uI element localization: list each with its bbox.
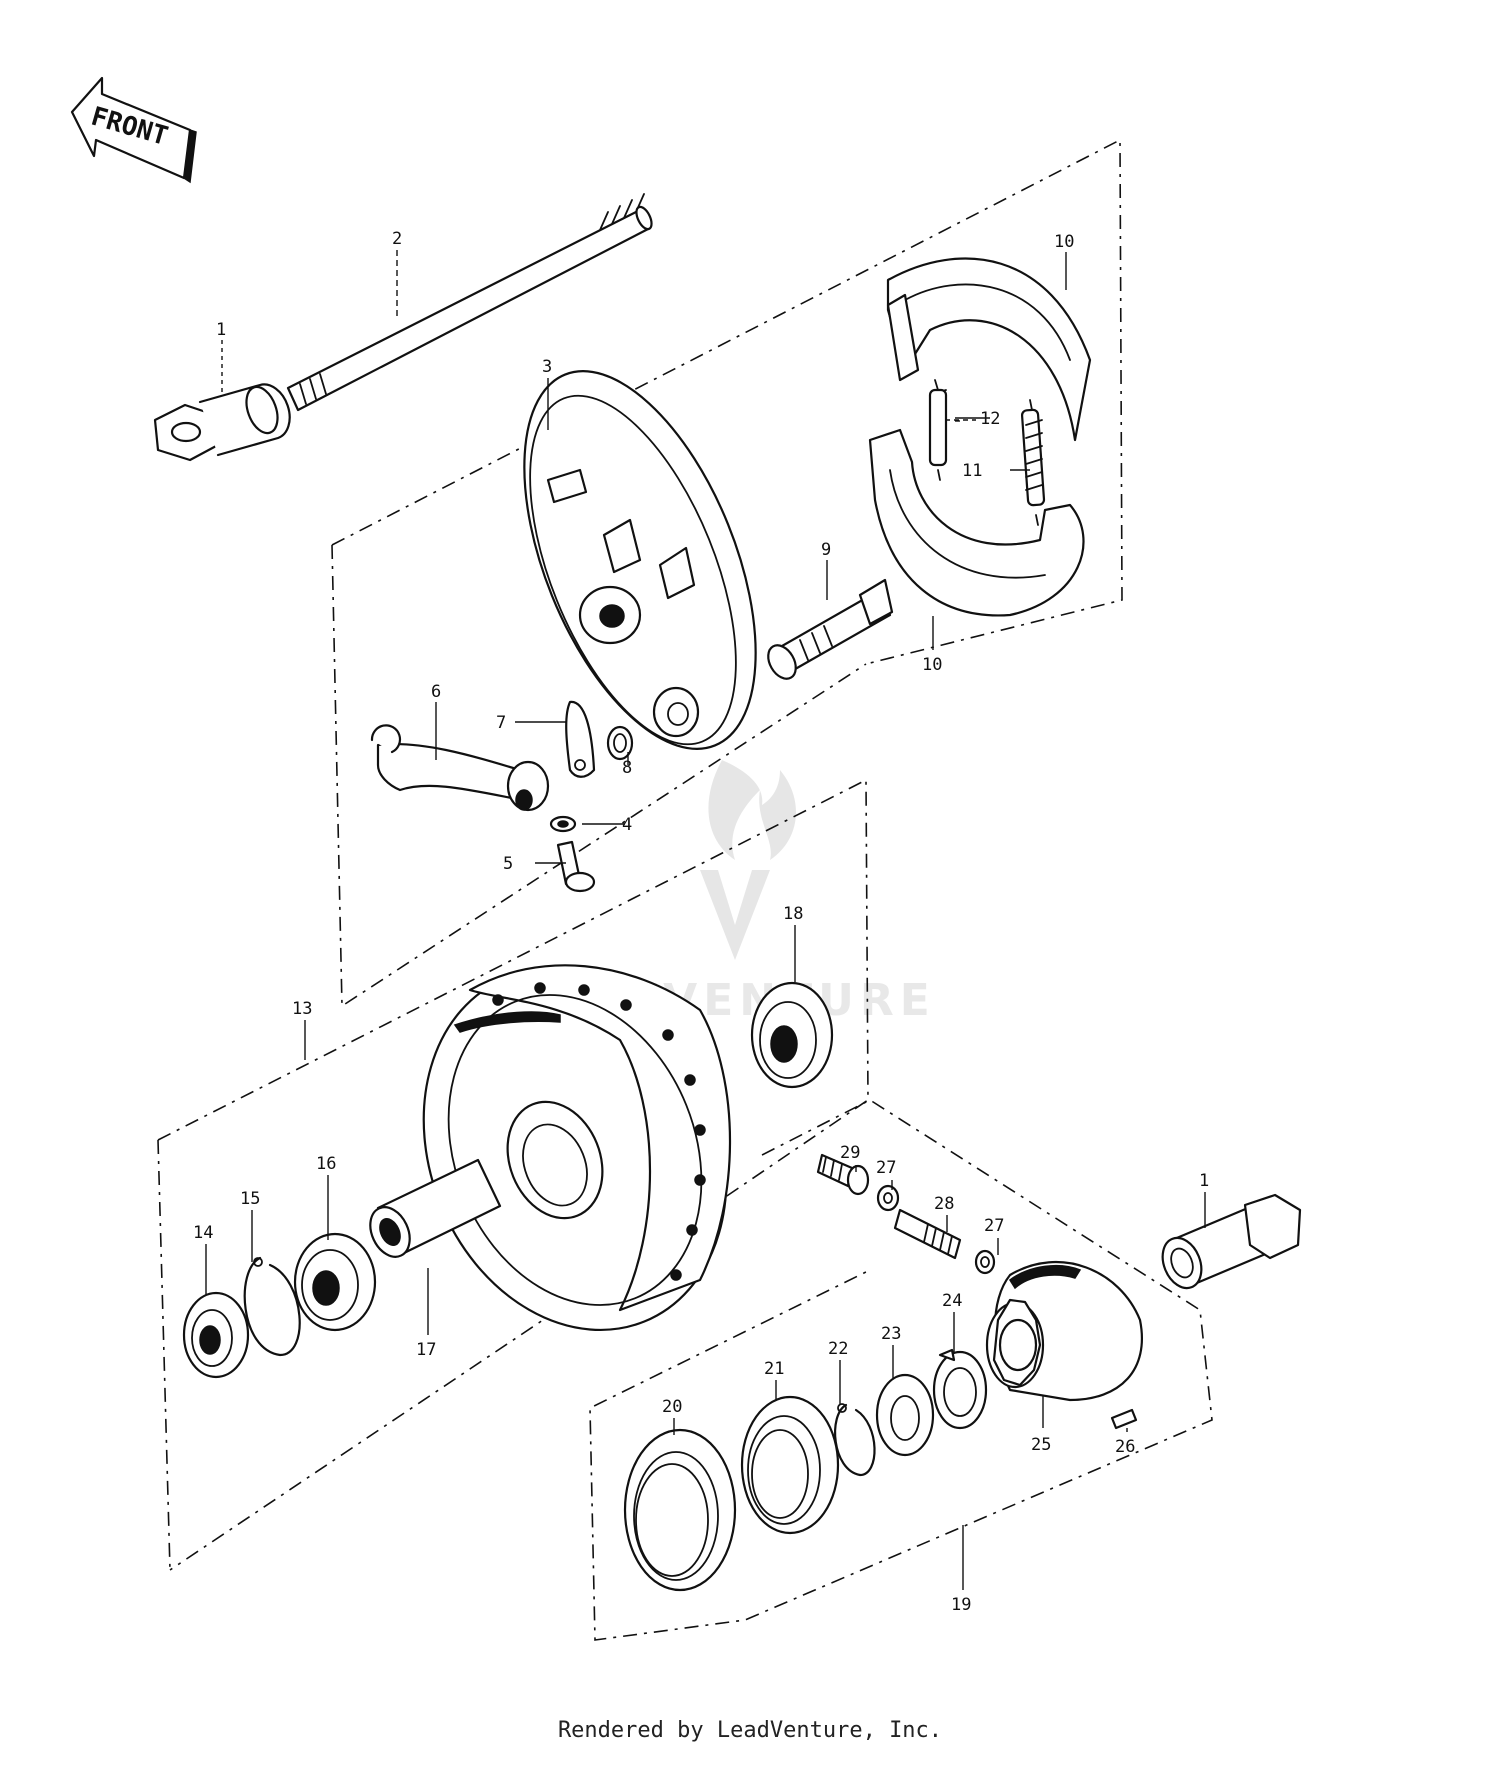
callout-27-upper: 27 xyxy=(876,1158,896,1178)
callout-26: 26 xyxy=(1115,1437,1135,1457)
callout-2: 2 xyxy=(392,229,402,249)
brake-panel-group-frame xyxy=(331,138,1123,1008)
thrust-washer xyxy=(875,1373,935,1457)
callout-labels: 1 2 3 4 5 6 7 8 9 10 10 11 12 13 14 15 1… xyxy=(193,229,1209,1615)
callout-8: 8 xyxy=(622,758,632,778)
callout-22: 22 xyxy=(828,1339,848,1359)
circlip-right xyxy=(834,1403,876,1477)
gear-retainer xyxy=(932,1348,988,1430)
callout-6: 6 xyxy=(431,682,441,702)
footer-credit: Rendered by LeadVenture, Inc. xyxy=(557,1718,943,1743)
speedometer-bushing xyxy=(816,1153,870,1196)
callout-12: 12 xyxy=(980,409,1000,429)
wear-indicator xyxy=(565,700,596,778)
shoe-spring-12 xyxy=(928,379,948,481)
callout-20: 20 xyxy=(662,1397,682,1417)
callout-leaders xyxy=(205,250,1206,1590)
brake-camshaft xyxy=(767,578,894,680)
gear-group-frame xyxy=(589,1099,1213,1641)
brake-shoe-lower xyxy=(868,428,1085,617)
callout-21: 21 xyxy=(764,1359,784,1379)
circlip-left xyxy=(243,1256,301,1357)
axle-nut-right xyxy=(1161,1193,1302,1290)
callout-11: 11 xyxy=(962,461,982,481)
front-arrow-icon: FRONT xyxy=(70,76,197,184)
callout-27-lower: 27 xyxy=(984,1216,1004,1236)
oil-seal-left xyxy=(182,1291,250,1379)
speedo-washer-lower xyxy=(974,1249,996,1275)
callout-18: 18 xyxy=(783,904,803,924)
callout-29: 29 xyxy=(840,1143,860,1163)
lever-washer xyxy=(549,815,577,833)
callout-1-right: 1 xyxy=(1199,1171,1209,1191)
callout-10-lower: 10 xyxy=(922,655,942,675)
hub-spacer-tube xyxy=(369,1158,502,1258)
callout-4: 4 xyxy=(622,815,632,835)
callout-28: 28 xyxy=(934,1194,954,1214)
callout-9: 9 xyxy=(821,540,831,560)
callout-23: 23 xyxy=(881,1324,901,1344)
callout-17: 17 xyxy=(416,1340,436,1360)
callout-25: 25 xyxy=(1031,1435,1051,1455)
callout-10-upper: 10 xyxy=(1054,232,1074,252)
callout-15: 15 xyxy=(240,1189,260,1209)
speedometer-gear-housing xyxy=(985,1260,1143,1402)
oil-seal-right xyxy=(740,1395,840,1535)
callout-1-left: 1 xyxy=(216,320,226,340)
callout-19: 19 xyxy=(951,1595,971,1615)
speedo-washer-upper xyxy=(876,1184,900,1212)
lever-bolt xyxy=(556,840,596,893)
hub-group-frame xyxy=(157,778,869,1571)
callout-14: 14 xyxy=(193,1223,213,1243)
callout-24: 24 xyxy=(942,1291,962,1311)
shoe-spring-11 xyxy=(1020,399,1046,526)
panel-oil-seal xyxy=(606,725,634,761)
hub-bearing-right xyxy=(750,981,834,1089)
wheel-hub xyxy=(422,964,732,1332)
retaining-pin xyxy=(1110,1408,1138,1430)
callout-3: 3 xyxy=(542,357,552,377)
hub-bearing-left xyxy=(293,1232,377,1332)
front-axle xyxy=(286,193,653,412)
callout-5: 5 xyxy=(503,854,513,874)
brake-shoe-upper xyxy=(886,257,1092,442)
callout-16: 16 xyxy=(316,1154,336,1174)
callout-13: 13 xyxy=(292,999,312,1019)
dust-cover xyxy=(623,1428,737,1592)
axle-nut-left xyxy=(153,383,291,462)
speedometer-pinion xyxy=(893,1208,962,1260)
brake-cam-lever xyxy=(370,724,550,812)
brake-panel xyxy=(523,370,757,750)
callout-7: 7 xyxy=(496,713,506,733)
